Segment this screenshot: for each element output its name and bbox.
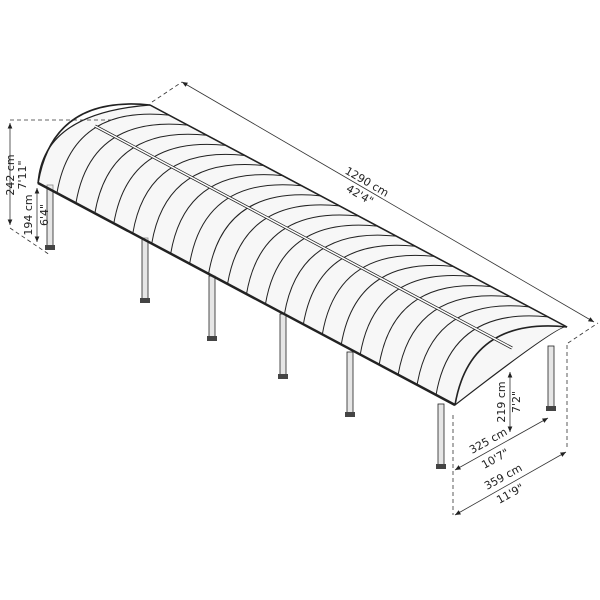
post [141, 237, 149, 301]
roof-arch [56, 113, 170, 194]
post [208, 275, 216, 339]
post [279, 313, 287, 377]
roof-outline [37, 104, 568, 406]
roof-arch [75, 123, 188, 204]
eave-height-right-metric: 219 cm [495, 381, 508, 422]
eave-height-right-imperial: 7'2" [510, 391, 523, 413]
dimension-lines [7, 81, 599, 516]
post-foot [278, 374, 288, 379]
post [437, 403, 445, 467]
post [547, 345, 555, 409]
roof-arch [37, 103, 151, 184]
post-foot [345, 412, 355, 417]
eave-height-left-imperial: 6'4" [38, 204, 51, 226]
post-foot [546, 406, 556, 411]
post [346, 351, 354, 415]
roof [37, 103, 568, 407]
total-height-metric: 242 cm [4, 154, 17, 195]
total-height-imperial: 7'11" [16, 160, 29, 189]
eave-height-left-metric: 194 cm [22, 194, 35, 235]
post-foot [140, 298, 150, 303]
roof-arch [454, 325, 568, 406]
post-foot [436, 464, 446, 469]
post-foot [207, 336, 217, 341]
post-foot [45, 245, 55, 250]
